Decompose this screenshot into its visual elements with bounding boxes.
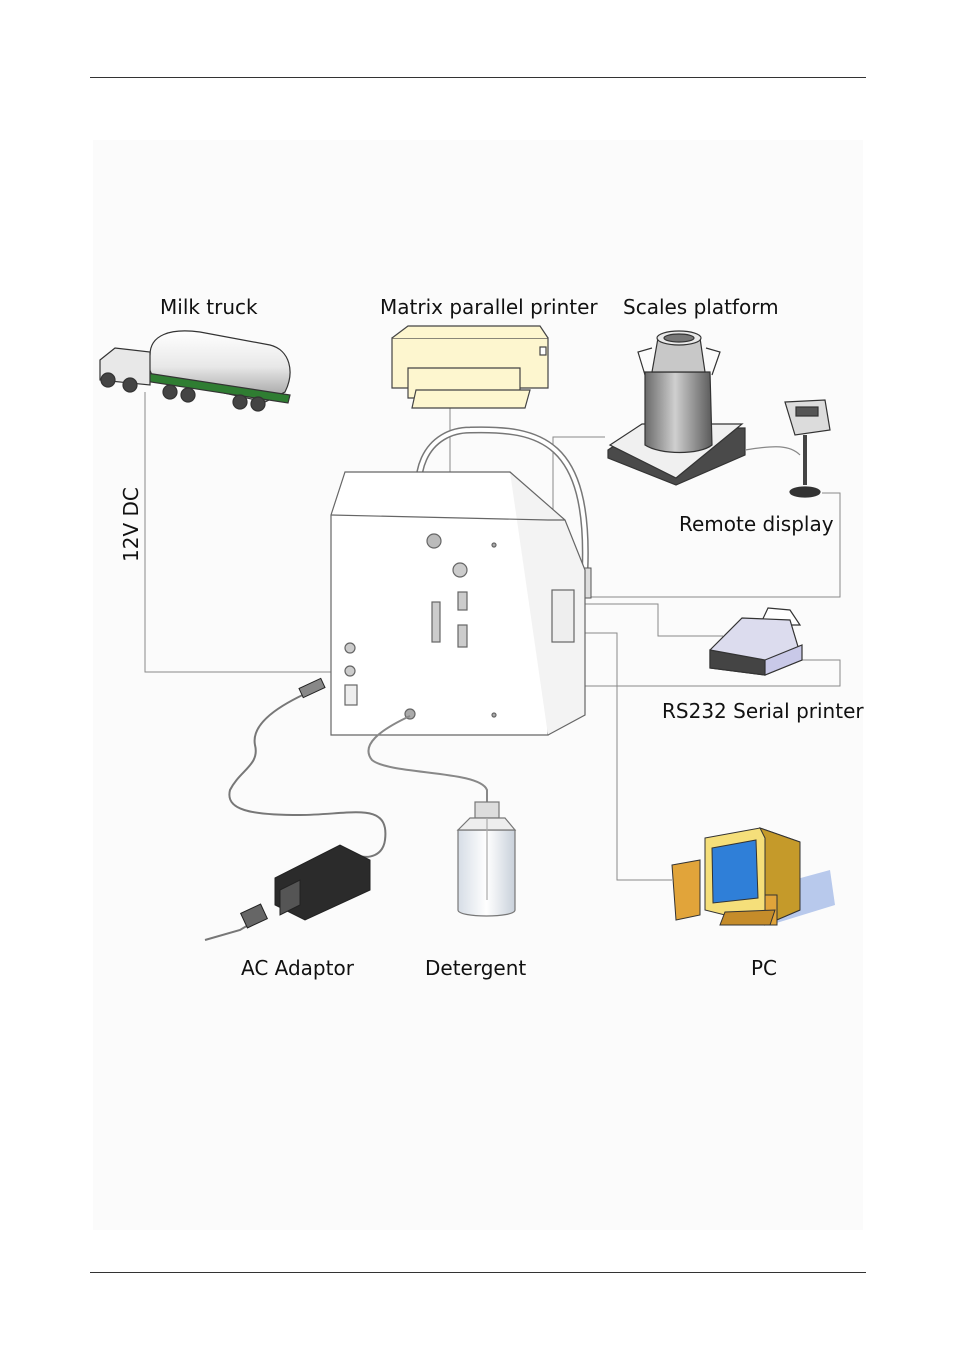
label-detergent: Detergent <box>425 956 526 980</box>
label-ac-adaptor: AC Adaptor <box>241 956 355 980</box>
label-rs232-printer: RS232 Serial printer <box>662 699 864 723</box>
label-12v-dc: 12V DC <box>119 487 143 562</box>
pc-icon <box>672 828 835 925</box>
milk-truck-icon <box>100 331 290 411</box>
remote-display-icon <box>745 400 830 497</box>
matrix-printer-icon <box>392 326 548 408</box>
detergent-bottle-icon <box>368 716 515 916</box>
label-pc: PC <box>751 956 777 980</box>
scales-platform-icon <box>608 331 745 485</box>
wire-12v-dc <box>145 392 352 672</box>
label-remote-display: Remote display <box>679 512 834 536</box>
rs232-printer-icon <box>710 608 802 675</box>
label-scales-platform: Scales platform <box>623 295 779 319</box>
label-milk-truck: Milk truck <box>160 295 258 319</box>
analyzer-unit <box>331 472 585 735</box>
footer-rule <box>90 1272 866 1273</box>
label-matrix-printer: Matrix parallel printer <box>380 295 598 319</box>
